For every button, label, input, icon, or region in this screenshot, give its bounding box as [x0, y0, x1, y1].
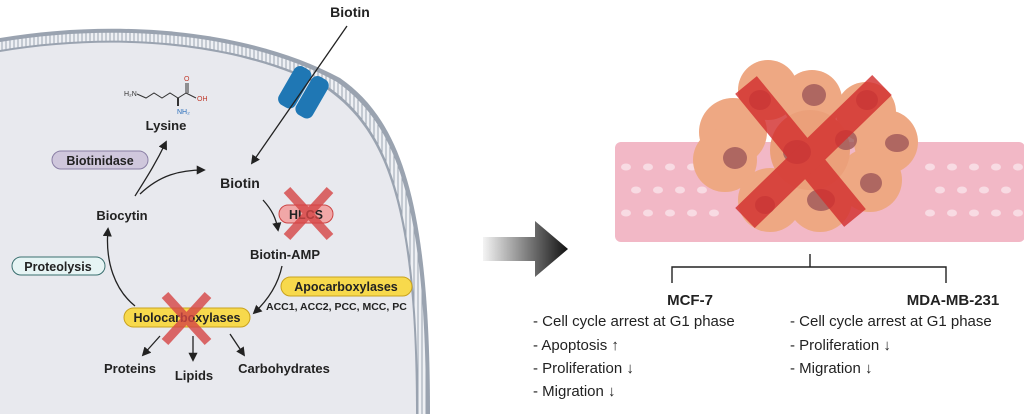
biotin-transporter-icon — [278, 66, 329, 119]
mcf7-panel: MCF-7 - Cell cycle arrest at G1 phase - … — [533, 292, 735, 400]
to-lysine-arrow — [134, 140, 167, 197]
proteolysis-label: Proteolysis — [24, 260, 91, 274]
mcf7-effect: - Cell cycle arrest at G1 phase — [533, 313, 735, 330]
cell — [0, 28, 430, 414]
hlcs-inhibit-x-icon — [283, 186, 334, 241]
to-biotin-arrow — [139, 165, 206, 195]
biotinidase-pill — [51, 150, 149, 170]
mda-mb-231-panel: MDA-MB-231 - Cell cycle arrest at G1 pha… — [790, 292, 999, 377]
product-proteins: Proteins — [104, 361, 156, 376]
apocarboxylases-pill — [280, 276, 413, 297]
mda-mb-231-title: MDA-MB-231 — [907, 292, 1000, 309]
biotin-uptake-arrow — [250, 25, 348, 165]
mcf7-effect: - Migration ↓ — [533, 383, 616, 400]
mcf7-effect: - Proliferation ↓ — [533, 360, 634, 377]
lysine-oh: OH — [197, 96, 208, 103]
apocarboxylase-list: ACC1, ACC2, PCC, MCC, PC — [266, 301, 407, 313]
mcf7-title: MCF-7 — [667, 292, 713, 309]
biotin-label: Biotin — [220, 175, 260, 191]
lysine-nh2: NH₂ — [177, 109, 190, 116]
lysine-label: Lysine — [146, 118, 187, 133]
mda-mb-231-effect: - Cell cycle arrest at G1 phase — [790, 313, 992, 330]
mcf7-effect: - Apoptosis ↑ — [533, 337, 619, 354]
proteolysis-pill — [11, 256, 106, 276]
biocytin-label: Biocytin — [96, 208, 147, 223]
bracket — [671, 254, 947, 283]
tumor-inhibit-x-icon — [735, 74, 892, 229]
mda-mb-231-effect: - Migration ↓ — [790, 360, 873, 377]
lysine-o: O — [184, 76, 190, 83]
lysine-structure-icon: H₂N O OH NH₂ — [124, 76, 208, 116]
to-biotin-amp-arrow — [262, 199, 282, 232]
product-carbohydrates: Carbohydrates — [238, 361, 330, 376]
to-carbohydrates-arrow — [229, 333, 246, 357]
apocarboxylases-label: Apocarboxylases — [294, 280, 398, 294]
big-right-arrow-icon — [483, 221, 568, 277]
product-lipids: Lipids — [175, 368, 213, 383]
holocarboxylases-inhibit-x-icon — [161, 291, 212, 346]
mda-mb-231-effect: - Proliferation ↓ — [790, 337, 891, 354]
to-biocytin-arrow — [102, 227, 136, 307]
outside-biotin-label: Biotin — [330, 4, 370, 20]
biotinidase-label: Biotinidase — [66, 154, 133, 168]
to-holocarboxylases-arrow — [252, 265, 283, 315]
to-proteins-arrow — [141, 335, 161, 357]
biotin-amp-label: Biotin-AMP — [250, 247, 320, 262]
lysine-h2n: H₂N — [124, 91, 137, 98]
